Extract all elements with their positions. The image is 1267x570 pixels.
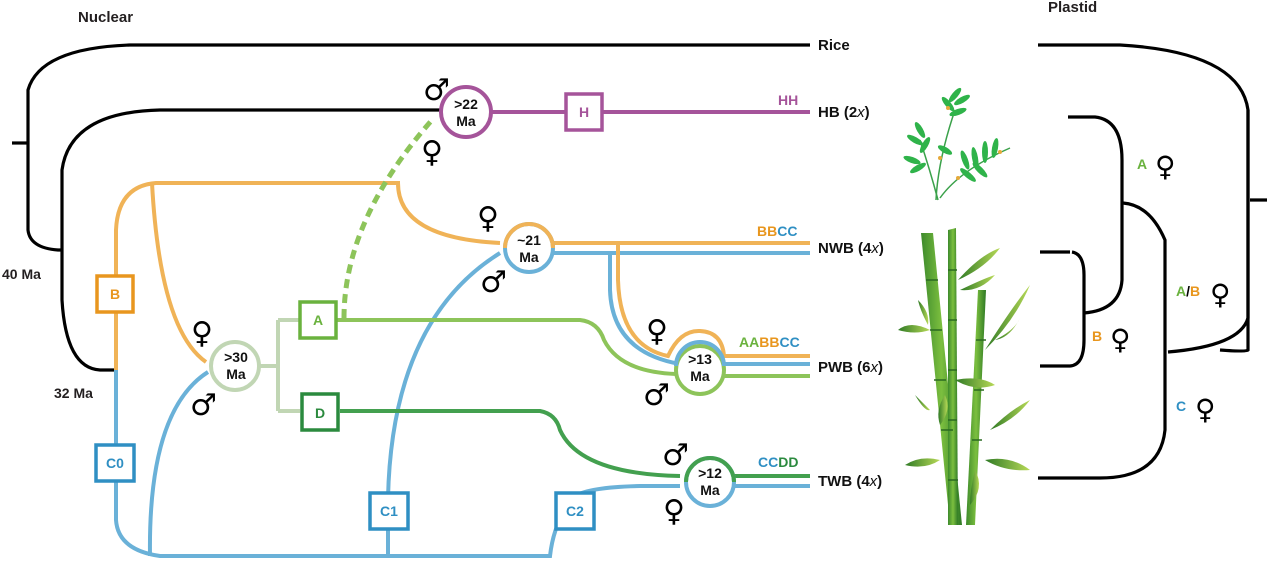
svg-text:B: B (110, 286, 120, 302)
nuclear-title: Nuclear (78, 9, 133, 26)
taxon-nwb: NWB (4x) (818, 240, 884, 257)
svg-text:~21: ~21 (517, 232, 541, 248)
male-icon: ♂ (662, 438, 689, 473)
female-icon: ♀ (663, 494, 685, 529)
male-icon: ♂ (190, 388, 217, 423)
c-lineage-lines (114, 251, 810, 558)
svg-text:>22: >22 (454, 96, 478, 112)
herbaceous-bamboo-illustration (903, 87, 1011, 201)
plastid-label-ab: A/B (1176, 283, 1200, 299)
age-32ma: 32 Ma (54, 385, 93, 401)
age-40ma: 40 Ma (2, 266, 41, 282)
male-icon: ♂ (423, 73, 450, 108)
svg-text:Ma: Ma (226, 366, 246, 382)
a-lineage-lines (336, 118, 810, 378)
genome-label-hb: HH (778, 92, 798, 108)
node-twb: >12 Ma (684, 456, 736, 508)
female-icon: ♀ (1210, 278, 1231, 311)
svg-text:H: H (579, 104, 589, 120)
svg-text:Ma: Ma (700, 482, 720, 498)
woody-bamboo-illustration (898, 228, 1030, 525)
node-hb: >22 Ma (439, 85, 493, 139)
taxon-twb: TWB (4x) (818, 473, 882, 490)
svg-text:C2: C2 (566, 503, 584, 519)
svg-text:Ma: Ma (456, 113, 476, 129)
box-c2: C2 (554, 491, 596, 531)
female-icon: ♀ (191, 316, 213, 351)
d-lineage-lines (340, 409, 810, 478)
male-icon: ♂ (643, 378, 670, 413)
nuclear-backbone (12, 43, 810, 372)
box-h: H (564, 92, 604, 132)
box-c1: C1 (368, 491, 410, 531)
female-icon: ♀ (1110, 323, 1131, 356)
female-icon: ♀ (646, 314, 668, 349)
box-b: B (95, 274, 135, 314)
node-nwb: ~21 Ma (503, 222, 555, 274)
box-a: A (298, 300, 338, 340)
svg-text:Ma: Ma (519, 249, 539, 265)
svg-text:>13: >13 (688, 351, 712, 367)
genome-label-twb: CCDD (758, 454, 798, 470)
ancestor-bracket (258, 318, 300, 413)
plastid-title: Plastid (1048, 0, 1097, 16)
genome-label-pwb: AABBCC (739, 334, 800, 350)
box-c0: C0 (94, 443, 136, 483)
svg-text:A: A (313, 312, 323, 328)
svg-text:>30: >30 (224, 349, 248, 365)
svg-text:Ma: Ma (690, 368, 710, 384)
male-icon: ♂ (480, 265, 507, 300)
female-icon: ♀ (421, 135, 443, 170)
genome-label-nwb: BBCC (757, 223, 797, 239)
taxon-hb: HB (2x) (818, 104, 870, 121)
female-icon: ♀ (477, 201, 499, 236)
svg-text:C0: C0 (106, 455, 124, 471)
svg-text:C1: C1 (380, 503, 398, 519)
svg-text:>12: >12 (698, 465, 722, 481)
plastid-label-a: A (1137, 156, 1147, 172)
svg-text:D: D (315, 405, 325, 421)
female-icon: ♀ (1195, 393, 1216, 426)
taxon-pwb: PWB (6x) (818, 359, 883, 376)
node-pwb: >13 Ma (674, 340, 726, 396)
b-lineage-lines (114, 181, 810, 370)
box-d: D (300, 392, 340, 432)
plastid-label-c: C (1176, 398, 1186, 414)
plastid-tree (1038, 43, 1267, 480)
taxon-rice: Rice (818, 37, 850, 54)
plastid-label-b: B (1092, 328, 1102, 344)
node-ancestor: >30 Ma (209, 340, 261, 392)
female-icon: ♀ (1155, 150, 1176, 183)
